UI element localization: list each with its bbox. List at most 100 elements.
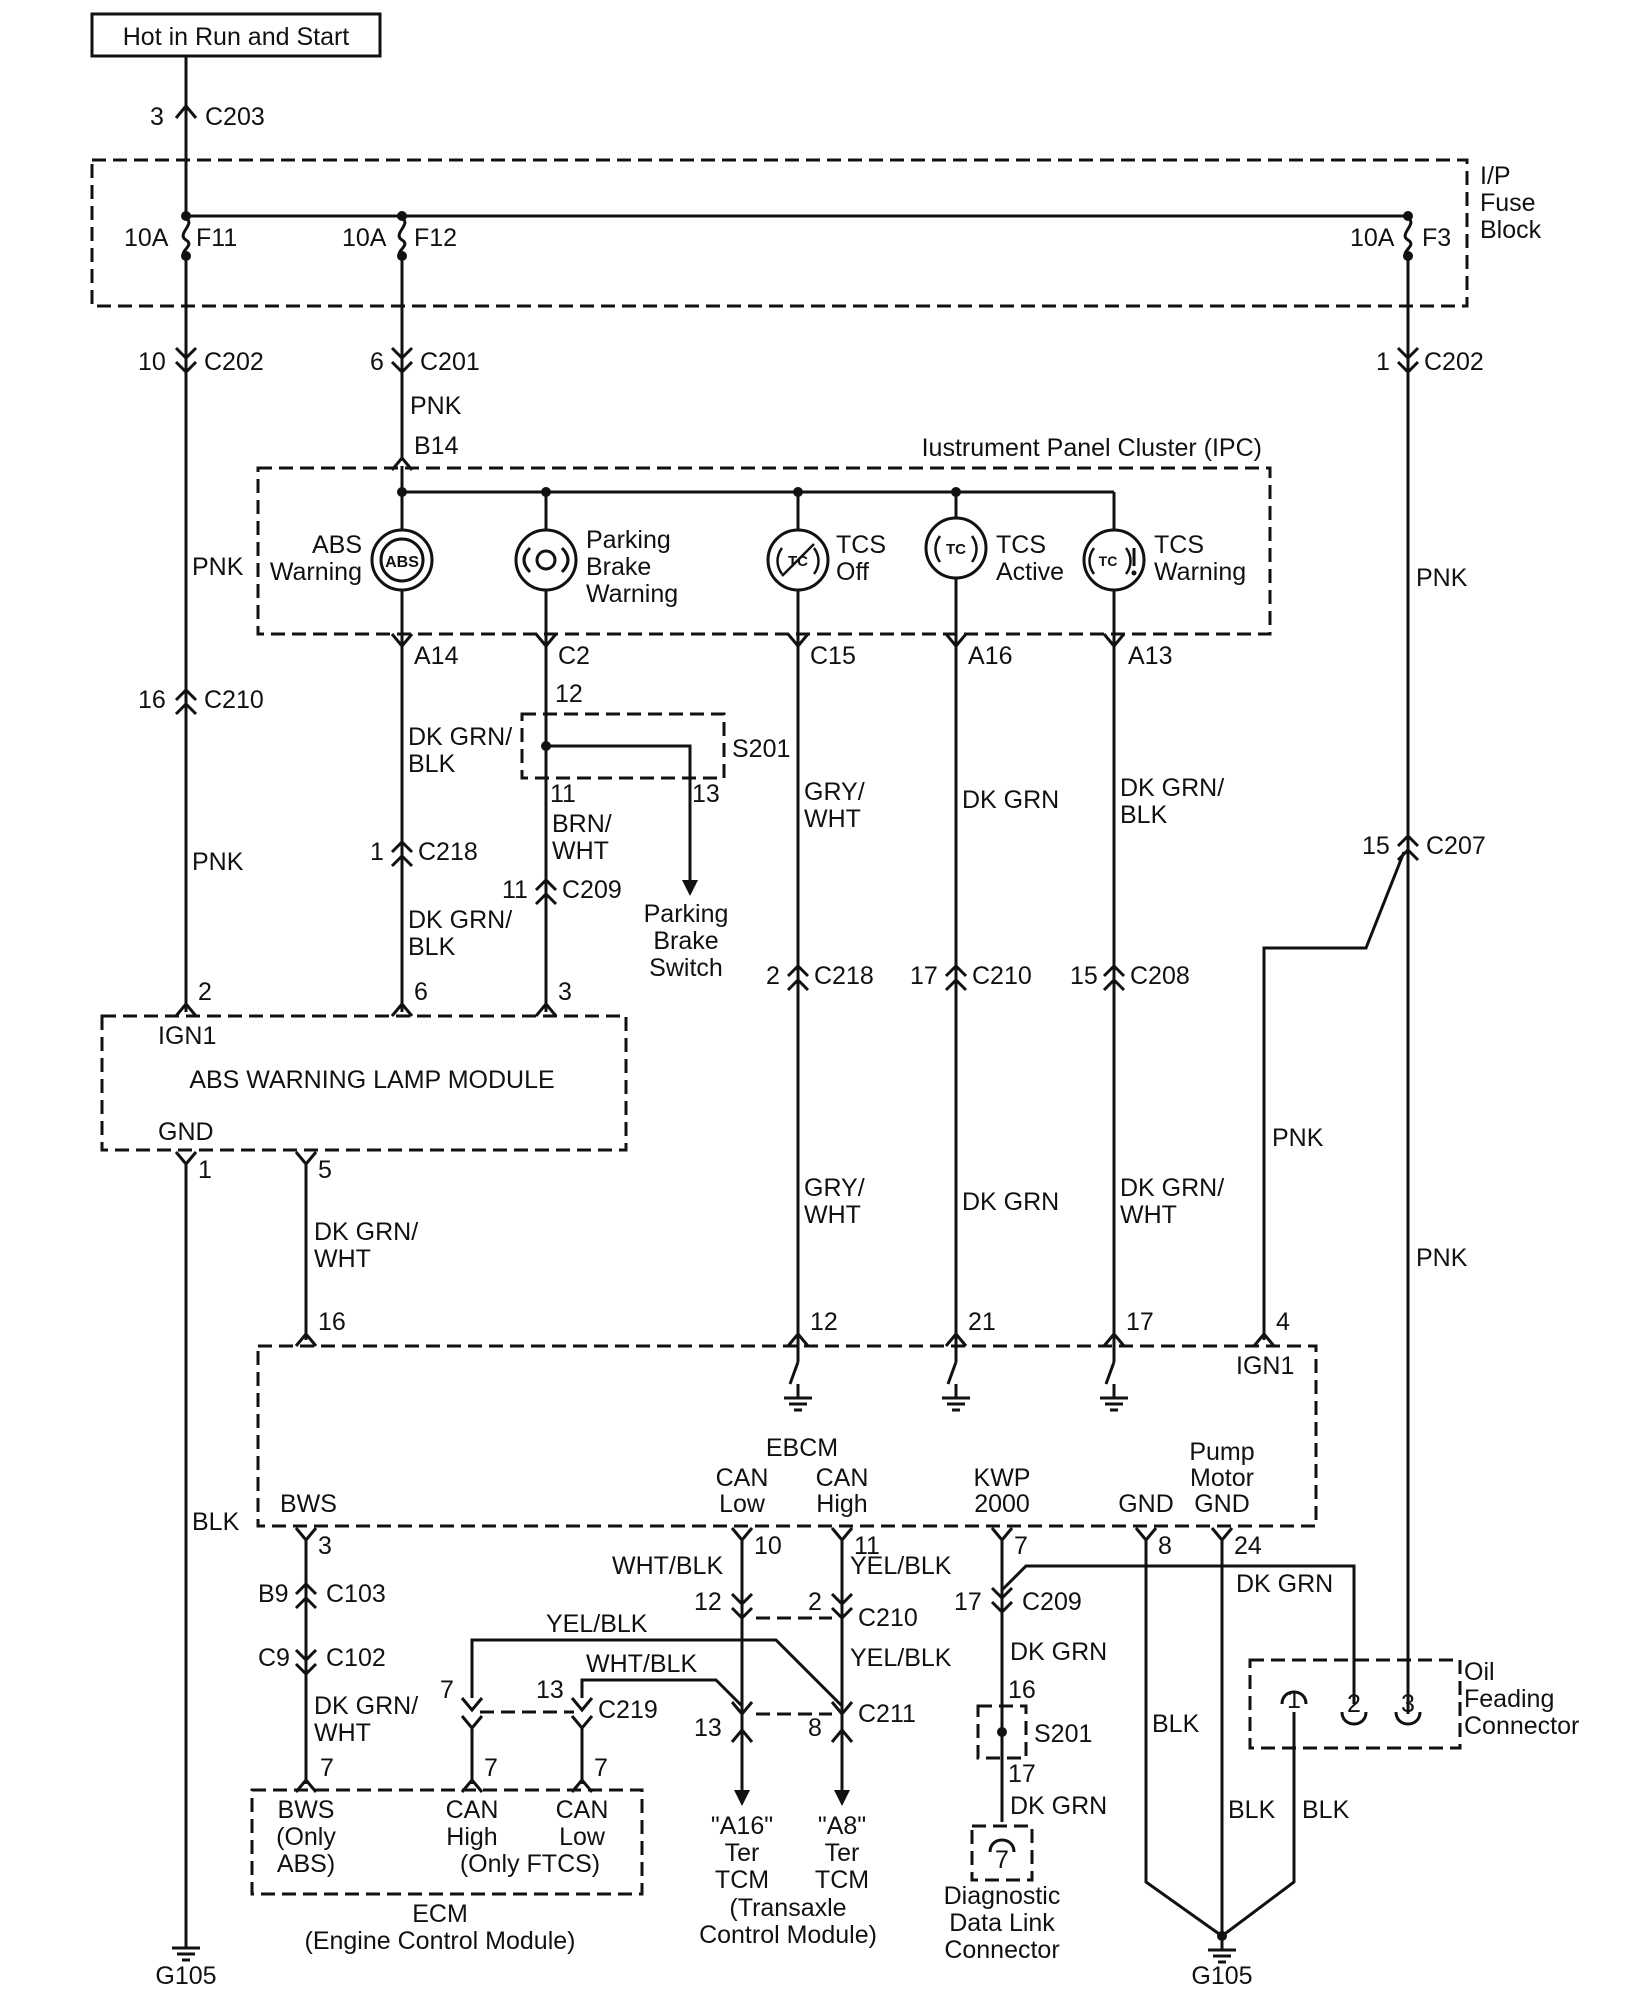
power-source-box xyxy=(90,12,382,58)
wire-label-brnwht-b: WHT xyxy=(552,837,609,865)
fuse-block-title-2: Fuse xyxy=(1480,189,1536,217)
wire-label-pnk-left2: PNK xyxy=(192,848,244,876)
c103-pin: B9 xyxy=(258,1580,289,1608)
wire-label-dkgrnwht-1a: DK GRN/ xyxy=(314,1218,418,1246)
ebcm-pin12: 12 xyxy=(810,1308,838,1336)
c102-label: C102 xyxy=(326,1644,386,1672)
tcs-off-icon-text: TC xyxy=(788,553,808,570)
splice-top-name: S201 xyxy=(732,735,790,763)
tcm-a8-label-3: TCM xyxy=(815,1866,869,1894)
ipc-c15-label: C15 xyxy=(810,642,856,670)
ebcm-pump-2: Motor xyxy=(1190,1464,1254,1492)
splice-bottom-node xyxy=(997,1727,1007,1737)
abs-warning-label-1: ABS xyxy=(312,531,362,559)
wire-label-dkgrnwht-2a: DK GRN/ xyxy=(1120,1174,1224,1202)
c208-label: C208 xyxy=(1130,962,1190,990)
ebcm-can-low-2: Low xyxy=(719,1490,766,1518)
ipc-title: Iustrument Panel Cluster (IPC) xyxy=(922,434,1262,462)
wire-label-pnk-left1: PNK xyxy=(192,553,244,581)
ebcm-can-high-1: CAN xyxy=(816,1464,869,1492)
tcm-a16-label-1: "A16" xyxy=(711,1812,773,1840)
wire-label-dkgrn-kwp2: DK GRN xyxy=(1010,1638,1107,1666)
wire-label-pnk-right3: PNK xyxy=(1416,1244,1468,1272)
c219-left-lower-icon xyxy=(460,1714,484,1730)
c209-a-pin: 11 xyxy=(502,876,528,904)
c218-a-label: C218 xyxy=(418,838,478,866)
fuse-f3-label: F3 xyxy=(1422,224,1451,252)
c219-right-lower-icon xyxy=(570,1714,594,1730)
tcm-name-1: (Transaxle xyxy=(729,1894,846,1922)
ebcm-internal-ground-2-icon xyxy=(940,1382,972,1412)
wire-label-grywht-2b: WHT xyxy=(804,1201,861,1229)
c210-left-pin: 16 xyxy=(138,686,166,714)
dlc-label-1: Diagnostic xyxy=(944,1882,1061,1910)
c219-left-connector-icon xyxy=(460,1696,484,1712)
splice-s201-top-box xyxy=(520,712,726,780)
ebcm-title: EBCM xyxy=(766,1434,838,1462)
abs-module-box xyxy=(100,1014,628,1152)
tcs-off-arcs xyxy=(776,547,820,575)
tcs-warning-arcs xyxy=(1088,547,1132,575)
wire-label-dkgrn-kwp3: DK GRN xyxy=(1010,1792,1107,1820)
parking-switch-label-1: Parking xyxy=(644,900,729,928)
wire-label-grywht-2a: GRY/ xyxy=(804,1174,865,1202)
tcs-off-label-1: TCS xyxy=(836,531,886,559)
dlc-box xyxy=(970,1824,1034,1882)
ebcm-pin4: 4 xyxy=(1276,1308,1290,1336)
park-warning-label-3: Warning xyxy=(586,580,678,608)
wire-label-yelblk-3: YEL/BLK xyxy=(850,1644,952,1672)
fuse-f11-label: F11 xyxy=(196,224,237,252)
ecm-canl-1: CAN xyxy=(556,1796,609,1824)
ebcm-kwp-2: 2000 xyxy=(974,1490,1030,1518)
wire-label-grywht-1a: GRY/ xyxy=(804,778,865,806)
splice-bottom-pin17: 17 xyxy=(1008,1760,1036,1788)
oil-pin1: 1 xyxy=(1287,1686,1301,1714)
ebcm-gnd: GND xyxy=(1118,1490,1174,1518)
c219-pin-l: 7 xyxy=(440,1676,454,1704)
fuse-f12-rating: 10A xyxy=(342,224,387,252)
tcs-warning-icon-text: TC xyxy=(1099,553,1118,569)
c209-b-label: C209 xyxy=(1022,1588,1082,1616)
ebcm-pin11: 11 xyxy=(854,1532,880,1560)
ground-g105-right-icon xyxy=(1206,1934,1238,1964)
tcs-active-label-2: Active xyxy=(996,558,1064,586)
ecm-canh-1: CAN xyxy=(446,1796,499,1824)
c219-right-connector-icon xyxy=(570,1696,594,1712)
oil-pin2: 2 xyxy=(1347,1690,1361,1718)
c210-left-label: C210 xyxy=(204,686,264,714)
c203-pin: 3 xyxy=(150,103,164,131)
wire-label-dkgrnblk-2b: BLK xyxy=(408,933,456,961)
wire-label-blk-left: BLK xyxy=(192,1508,240,1536)
c208-pin: 15 xyxy=(1070,962,1098,990)
abs-module-gnd: GND xyxy=(158,1118,214,1146)
abs-module-pin2: 2 xyxy=(198,978,212,1006)
splice-s201-bottom-box xyxy=(976,1704,1028,1760)
wire-label-dkgrn-2: DK GRN xyxy=(962,1188,1059,1216)
dlc-pin-cup-icon xyxy=(988,1838,1016,1853)
wire-parking-switch xyxy=(546,744,692,884)
wire-label-dkgrn-1: DK GRN xyxy=(962,786,1059,814)
ebcm-pump-3: GND xyxy=(1194,1490,1250,1518)
ecm-pin7-b: 7 xyxy=(484,1754,498,1782)
c202-right-pin: 1 xyxy=(1376,348,1390,376)
tcs-warning-label-2: Warning xyxy=(1154,558,1246,586)
wire-label-dkgrnblk-3a: DK GRN/ xyxy=(1120,774,1224,802)
ipc-a13-label: A13 xyxy=(1128,642,1172,670)
wire-gnd-pin8 xyxy=(1144,1538,1223,1938)
wire-label-dkgrnwht-3a: DK GRN/ xyxy=(314,1692,418,1720)
tcs-active-icon-text: TC xyxy=(946,541,966,558)
c219-pin-r: 13 xyxy=(536,1676,564,1704)
wire-c207-ebcm-ign1 xyxy=(1262,851,1406,1340)
tcm-name-2: Control Module) xyxy=(699,1921,877,1949)
c218-a-pin: 1 xyxy=(370,838,384,866)
c219-label: C219 xyxy=(598,1696,658,1724)
c207-pin: 15 xyxy=(1362,832,1390,860)
ipc-b14-label: B14 xyxy=(414,432,459,460)
ebcm-internal-ground-1-icon xyxy=(782,1382,814,1412)
wire-whtblk-to-ecm xyxy=(580,1678,744,1708)
fuse-block-title-3: Block xyxy=(1480,216,1542,244)
parking-switch-arrow-icon xyxy=(682,880,698,896)
fuse-f11-rating: 10A xyxy=(124,224,169,252)
